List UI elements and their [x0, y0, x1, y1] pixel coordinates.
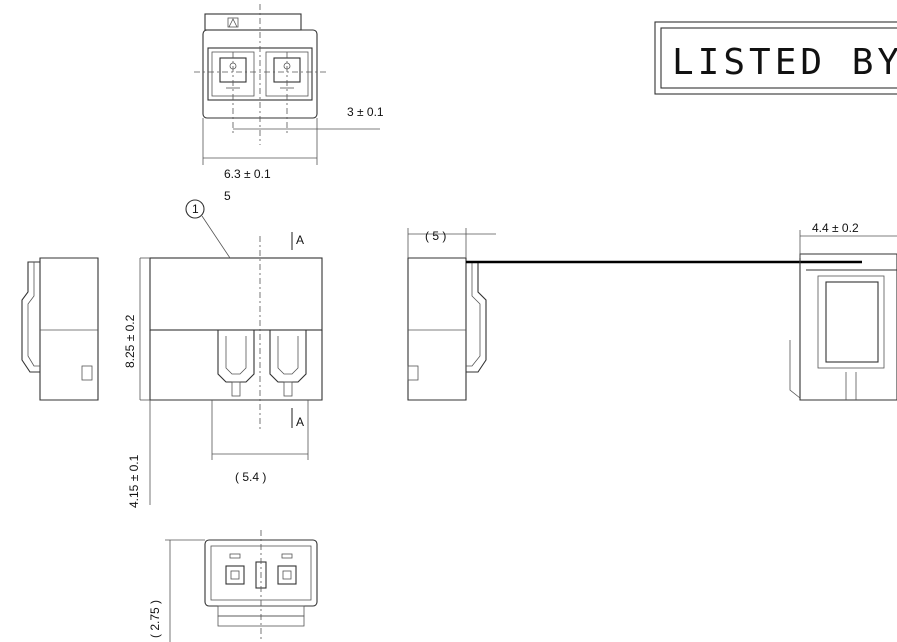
dim-right-width: 4.4 ± 0.2 — [812, 221, 859, 235]
dim-top-width-note: 5 — [224, 189, 231, 203]
dim-front-lower-width: ( 5.4 ) — [235, 470, 266, 484]
datum-mark-upper: A — [296, 233, 304, 247]
dim-bottom-height: ( 2.75 ) — [148, 600, 162, 638]
dim-top-width: 6.3 ± 0.1 — [224, 167, 271, 181]
left-side-view — [21, 257, 99, 401]
front-view — [139, 199, 323, 505]
bottom-view — [165, 530, 318, 642]
listed-by-banner — [654, 21, 897, 95]
right-view — [789, 230, 897, 401]
dim-front-height: 8.25 ± 0.2 — [123, 314, 137, 368]
dim-side-width: ( 5 ) — [425, 229, 446, 243]
part-callout-number: 1 — [192, 202, 199, 216]
top-view — [194, 4, 380, 165]
dim-front-lower-height: 4.15 ± 0.1 — [127, 454, 141, 508]
side-view — [407, 228, 862, 401]
datum-mark-lower: A — [296, 415, 304, 429]
dim-top-pitch: 3 ± 0.1 — [347, 105, 384, 119]
listed-by-text: LISTED BY — [672, 42, 897, 83]
